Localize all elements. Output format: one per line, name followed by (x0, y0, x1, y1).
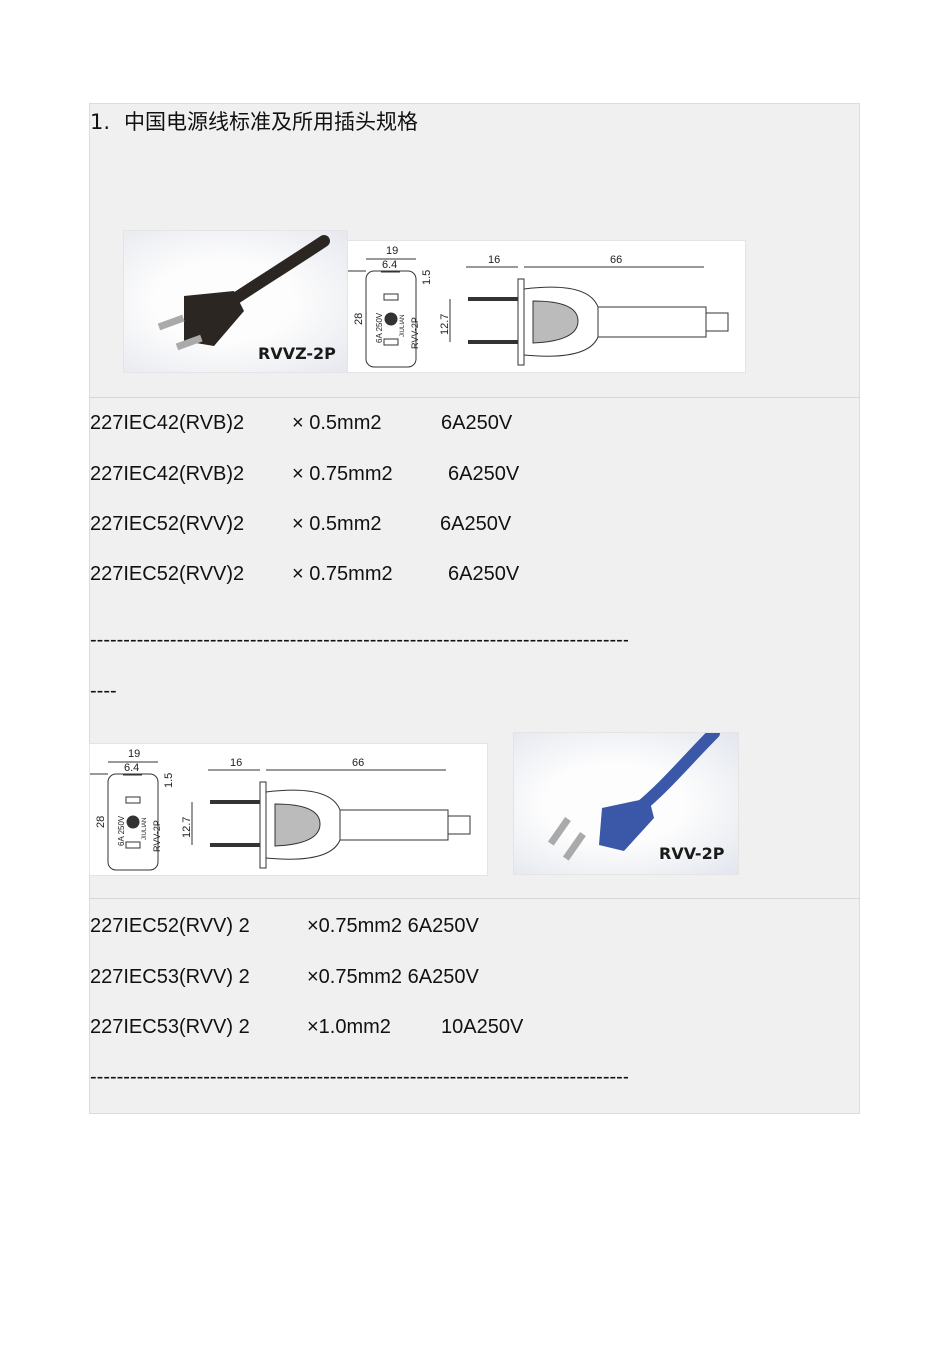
dim-label: 28 (353, 313, 365, 325)
spec-type: 227IEC52(RVV)2 (90, 513, 245, 535)
plug-photo-rvv-2p: RVV-2P (513, 732, 739, 875)
spec-type: 227IEC42(RVB)2 (90, 463, 245, 485)
plug-photo-rvvz-2p: RVVZ-2P (123, 230, 348, 373)
spec-size: × 0.5mm2 (292, 412, 382, 434)
dim-label: 1.5 (421, 270, 433, 285)
dim-label: 6.4 (382, 259, 397, 271)
dashed-separator: ----------------------------------------… (90, 1066, 628, 1088)
photo-label: RVV-2P (659, 844, 725, 863)
dim-label: 6.4 (124, 762, 139, 774)
dim-label: 6A 250V (375, 312, 384, 343)
spec-size: ×0.75mm2 6A250V (307, 966, 479, 988)
spec-type: 227IEC42(RVB)2 (90, 412, 245, 434)
black-plug-image (157, 235, 330, 351)
dashed-separator: ----------------------------------------… (90, 629, 628, 651)
photo-label: RVVZ-2P (258, 344, 336, 363)
dim-label: 1.5 (163, 773, 175, 788)
spec-size: × 0.75mm2 (292, 563, 393, 585)
spec-size: × 0.75mm2 (292, 463, 393, 485)
dim-label: 6A 250V (117, 815, 126, 846)
dim-label: 12.7 (181, 817, 193, 838)
spec-type: 227IEC52(RVV)2 (90, 563, 245, 585)
dim-label: 16 (488, 254, 500, 266)
spec-rating: 10A250V (441, 1016, 524, 1038)
dim-label: RVV-2P (152, 820, 162, 852)
dim-label: 19 (128, 748, 140, 760)
dim-label: 16 (230, 757, 242, 769)
spec-size: ×0.75mm2 6A250V (307, 915, 479, 937)
dim-label: 12.7 (439, 314, 451, 335)
dim-label: 28 (95, 816, 107, 828)
divider (89, 898, 860, 899)
spec-rating: 6A250V (441, 412, 513, 434)
dim-label: 19 (386, 245, 398, 257)
spec-size: × 0.5mm2 (292, 513, 382, 535)
dim-label: 66 (352, 757, 364, 769)
dim-label: JIULIAN (400, 315, 406, 337)
dim-label: JIULIAN (142, 818, 148, 840)
spec-size: ×1.0mm2 (307, 1016, 391, 1038)
spec-rating: 6A250V (448, 463, 520, 485)
spec-type: 227IEC53(RVV) 2 (90, 966, 250, 988)
spec-rating: 6A250V (448, 563, 520, 585)
heading-number: 1. (90, 110, 111, 134)
spec-type: 227IEC52(RVV) 2 (90, 915, 250, 937)
dim-label: RVV-2P (410, 317, 420, 349)
dim-label: 66 (610, 254, 622, 266)
dashed-separator-tail: ---- (90, 680, 117, 702)
spec-rating: 6A250V (440, 513, 512, 535)
spec-type: 227IEC53(RVV) 2 (90, 1016, 250, 1038)
section-heading: 1. 中国电源线标准及所用插头规格 (90, 106, 418, 136)
blue-plug-image (547, 733, 720, 861)
heading-text: 中国电源线标准及所用插头规格 (124, 110, 419, 134)
divider (89, 397, 860, 398)
plug-dimension-drawing: 19 6.4 1.5 28 12.7 16 66 6A 250V RVV-2P … (89, 743, 488, 876)
plug-dimension-drawing: 19 6.4 1.5 28 12.7 16 66 6A 250V RVV-2P … (347, 240, 746, 373)
